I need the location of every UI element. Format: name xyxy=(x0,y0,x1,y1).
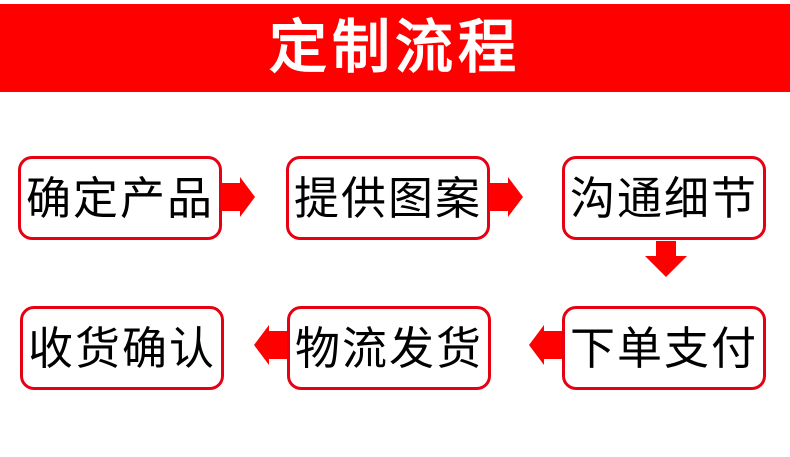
arrow-left-icon xyxy=(254,325,288,365)
flow-step-label: 下单支付 xyxy=(569,322,758,374)
flow-step-label: 确定产品 xyxy=(25,172,214,224)
arrow-left-icon xyxy=(529,325,563,365)
page-title: 定制流程 xyxy=(268,15,521,80)
flow-step-discuss-details: 沟通细节 xyxy=(562,156,766,240)
flow-step-label: 提供图案 xyxy=(293,172,482,224)
flow-step-logistics-shipping: 物流发货 xyxy=(287,306,491,390)
flow-step-label: 物流发货 xyxy=(294,322,483,374)
flow-step-label: 收货确认 xyxy=(27,322,216,374)
arrow-right-icon xyxy=(221,177,255,217)
arrow-right-icon xyxy=(489,177,523,217)
flow-step-label: 沟通细节 xyxy=(569,172,758,224)
flow-step-provide-design: 提供图案 xyxy=(286,156,490,240)
banner: 定制流程 xyxy=(0,4,790,92)
flow-step-confirm-receipt: 收货确认 xyxy=(20,306,224,390)
flow-step-place-order-pay: 下单支付 xyxy=(562,306,766,390)
flow-step-confirm-product: 确定产品 xyxy=(18,156,222,240)
arrow-down-icon xyxy=(645,241,687,277)
